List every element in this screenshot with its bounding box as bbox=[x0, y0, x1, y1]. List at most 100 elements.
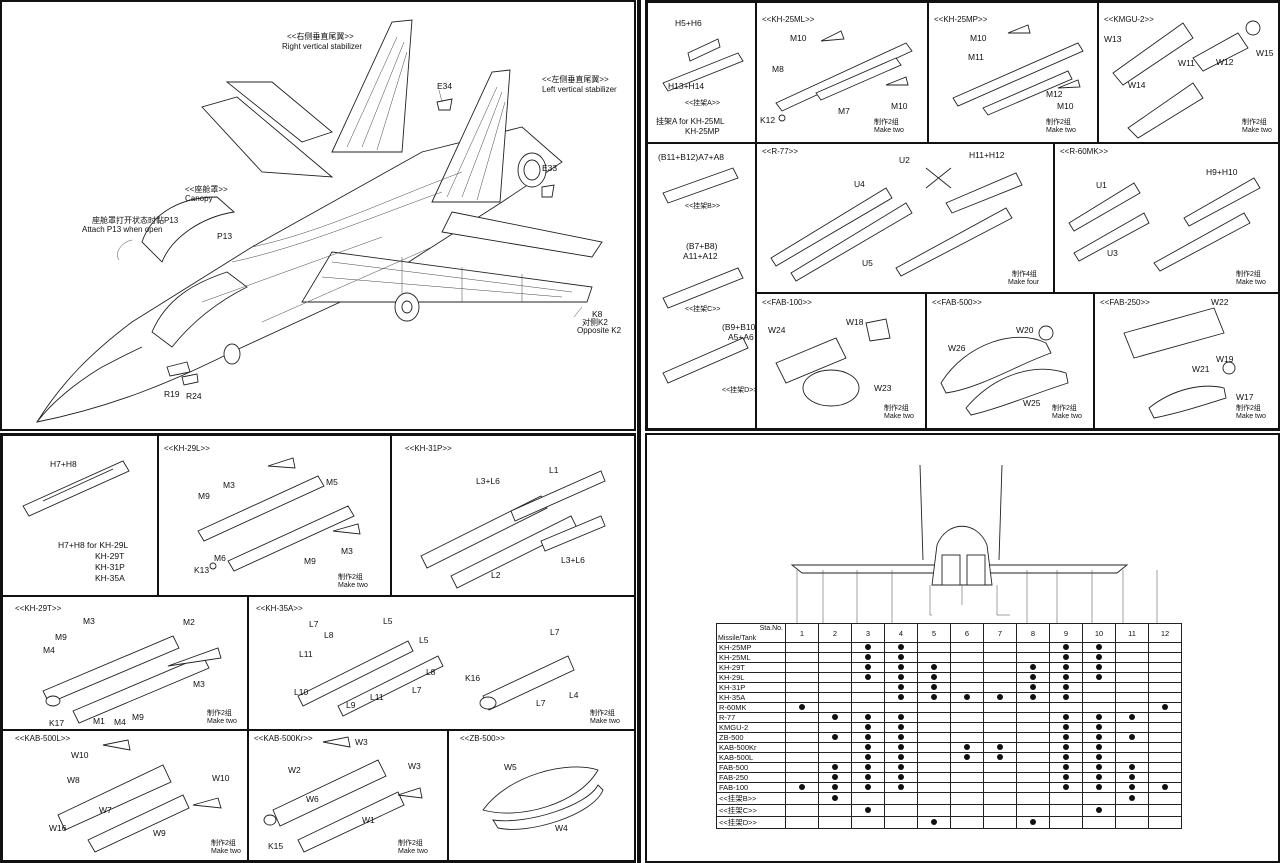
aircraft-assembly-panel: <<右侧垂直尾翼>> Right vertical stabilizer <<左… bbox=[0, 0, 636, 431]
row-weapon-name: KH-25MP bbox=[716, 642, 786, 653]
kh29l-make-cn: 制作2组 bbox=[338, 574, 363, 581]
loadout-dot bbox=[898, 694, 904, 700]
kh35a-title: <<KH-35A>> bbox=[256, 604, 303, 613]
station-cell bbox=[1049, 782, 1083, 793]
station-cell bbox=[851, 762, 885, 773]
station-cell bbox=[818, 652, 852, 663]
station-cell bbox=[884, 782, 918, 793]
station-cell bbox=[1082, 642, 1116, 653]
part-w22: W22 bbox=[1211, 297, 1229, 307]
kab500l-make: Make two bbox=[211, 848, 241, 855]
part-w10-a: W10 bbox=[71, 750, 89, 760]
r77-cell: <<R-77>> U2 H11+H12 U4 U5 制作4组 Make four bbox=[755, 142, 1055, 294]
station-cell bbox=[1016, 742, 1050, 753]
station-cell bbox=[1082, 712, 1116, 723]
part-w11: W11 bbox=[1178, 58, 1195, 68]
kh29t-cell: <<KH-29T>> M3 M2 M9 M4 M3 K17 M1 M4 M9 制… bbox=[2, 595, 249, 731]
station-cell bbox=[884, 762, 918, 773]
station-cell bbox=[950, 742, 984, 753]
station-cell bbox=[983, 712, 1017, 723]
station-cell bbox=[1148, 792, 1182, 805]
station-cell bbox=[917, 672, 951, 683]
station-cell bbox=[1115, 722, 1149, 733]
station-cell bbox=[983, 782, 1017, 793]
part-l4: L4 bbox=[569, 690, 579, 700]
loadout-dot bbox=[865, 744, 871, 750]
kab500kr-cell: <<KAB-500Kr>> W3 W2 W3 W6 W1 K15 制作2组 Ma… bbox=[247, 729, 449, 861]
station-cell bbox=[1115, 732, 1149, 743]
station-header: 11 bbox=[1115, 623, 1149, 643]
station-cell bbox=[884, 722, 918, 733]
row-weapon-name: <<挂架B>> bbox=[716, 792, 786, 805]
loadout-dot bbox=[1162, 784, 1168, 790]
loadout-dot bbox=[1063, 674, 1069, 680]
row-weapon-name: FAB-500 bbox=[716, 762, 786, 773]
canopy-label-cn: <<座舱罩>> bbox=[185, 185, 228, 194]
loadout-dot bbox=[964, 694, 970, 700]
part-m9-d: M9 bbox=[132, 712, 144, 722]
station-cell bbox=[1082, 816, 1116, 829]
station-cell bbox=[1148, 742, 1182, 753]
part-w3-a: W3 bbox=[355, 737, 368, 747]
kh29l-make: Make two bbox=[338, 582, 368, 589]
part-h5h6: H5+H6 bbox=[675, 18, 702, 28]
station-cell bbox=[983, 792, 1017, 805]
station-cell bbox=[917, 772, 951, 783]
kh25mp-cell: <<KH-25MP>> M10 M11 M12 M10 制作2组 Make tw… bbox=[927, 2, 1099, 144]
loadout-dot bbox=[898, 774, 904, 780]
station-cell bbox=[818, 672, 852, 683]
h7h8-cell: H7+H8 H7+H8 for KH-29L KH-29T KH-31P KH-… bbox=[2, 435, 159, 597]
zb500-cell: <<ZB-500>> W5 W4 bbox=[447, 729, 634, 861]
station-cell bbox=[1049, 762, 1083, 773]
pylon-d-parts: (B9+B10) bbox=[722, 322, 757, 332]
station-cell bbox=[983, 672, 1017, 683]
pylon-c-parts-2: A11+A12 bbox=[683, 251, 718, 261]
header-missile: Missile/Tank bbox=[718, 635, 757, 642]
fab500-make: Make two bbox=[1052, 413, 1082, 420]
row-weapon-name: R-77 bbox=[716, 712, 786, 723]
station-cell bbox=[851, 662, 885, 673]
part-w2: W2 bbox=[288, 765, 301, 775]
loadout-dot bbox=[1096, 754, 1102, 760]
row-weapon-name: R-60MK bbox=[716, 702, 786, 713]
part-l1: L1 bbox=[549, 465, 559, 475]
station-cell bbox=[785, 712, 819, 723]
loadout-dot bbox=[931, 694, 937, 700]
part-m9-c: M9 bbox=[55, 632, 67, 642]
table-row: FAB-100 bbox=[716, 782, 1182, 793]
station-cell bbox=[950, 662, 984, 673]
part-w16: W16 bbox=[49, 823, 67, 833]
part-m9-a: M9 bbox=[198, 491, 210, 501]
opposite-k2-cn: 对侧K2 bbox=[582, 318, 608, 327]
station-header: 4 bbox=[884, 623, 918, 643]
loadout-dot bbox=[1162, 704, 1168, 710]
pylon-a-title: <<挂架A>> bbox=[685, 100, 721, 107]
station-cell bbox=[1082, 652, 1116, 663]
loadout-dot bbox=[1096, 664, 1102, 670]
station-header: 3 bbox=[851, 623, 885, 643]
station-cell bbox=[1115, 662, 1149, 673]
station-cell bbox=[851, 672, 885, 683]
part-h11h12: H11+H12 bbox=[969, 150, 1005, 160]
loadout-dot bbox=[1063, 744, 1069, 750]
station-cell bbox=[884, 642, 918, 653]
station-cell bbox=[1049, 816, 1083, 829]
fab250-make-cn: 制作2组 bbox=[1236, 405, 1261, 412]
loadout-dot bbox=[1096, 734, 1102, 740]
loadout-dot bbox=[1063, 684, 1069, 690]
station-cell bbox=[917, 642, 951, 653]
pylon-b-title: <<挂架B>> bbox=[685, 203, 721, 210]
station-cell bbox=[1016, 702, 1050, 713]
station-cell bbox=[785, 742, 819, 753]
station-header: 7 bbox=[983, 623, 1017, 643]
station-cell bbox=[1115, 752, 1149, 763]
station-cell bbox=[950, 732, 984, 743]
station-cell bbox=[851, 692, 885, 703]
station-header: 12 bbox=[1148, 623, 1182, 643]
part-k17: K17 bbox=[49, 718, 65, 728]
part-m3-d: M3 bbox=[193, 679, 205, 689]
station-cell bbox=[851, 816, 885, 829]
part-m3-a: M3 bbox=[223, 480, 235, 490]
station-cell bbox=[1115, 742, 1149, 753]
station-cell bbox=[1016, 682, 1050, 693]
